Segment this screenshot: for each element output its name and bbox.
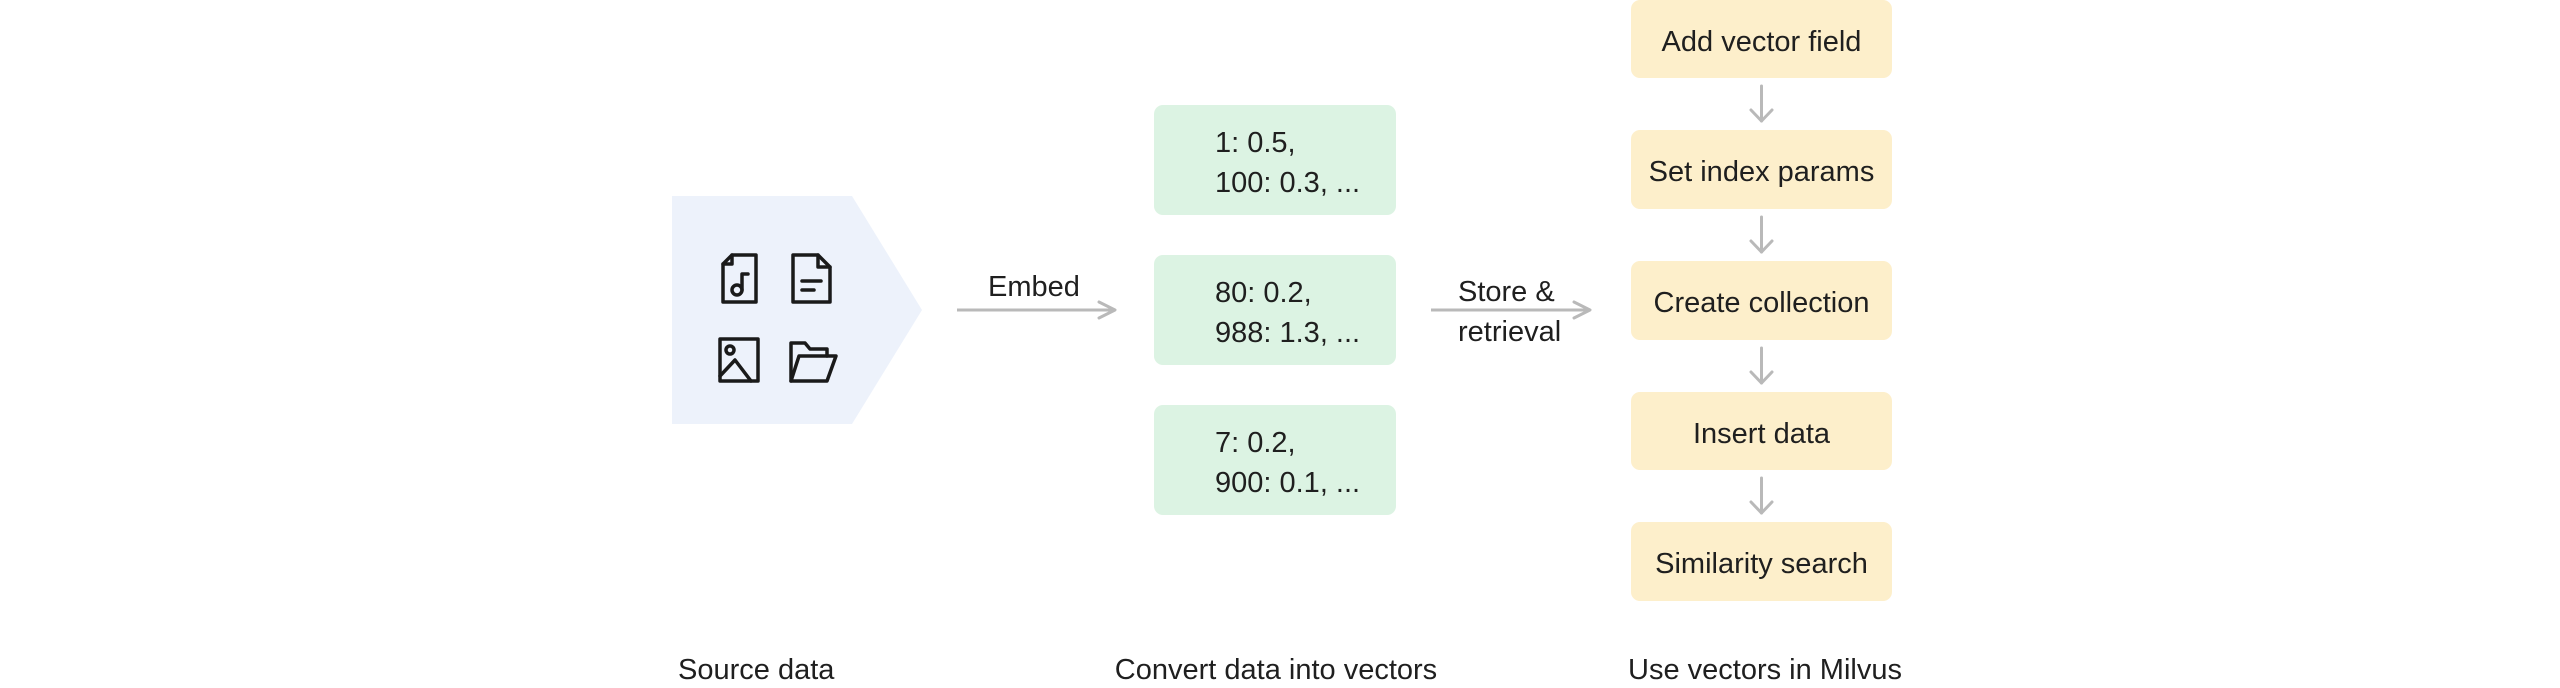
vector-box-bg	[1154, 405, 1396, 515]
down-arrow	[1749, 215, 1774, 254]
source-data-shape	[672, 196, 922, 424]
image-icon	[718, 337, 760, 383]
source-data-caption: Source data	[678, 654, 835, 686]
down-arrow	[1749, 84, 1774, 123]
store-arrow-group: Store & retrieval	[1431, 276, 1592, 348]
vector-box-bg	[1154, 105, 1396, 215]
embed-arrow-group: Embed	[957, 271, 1117, 320]
step-box-bg	[1631, 522, 1892, 601]
milvus-step-1: Add vector field	[1631, 0, 1892, 78]
step-box-bg	[1631, 261, 1892, 340]
vector-text-line: 7: 0.2,	[1215, 427, 1296, 459]
milvus-step-5: Similarity search	[1631, 522, 1892, 601]
vector-box-1: 1: 0.5, 100: 0.3, ...	[1154, 105, 1396, 215]
vector-box-2: 80: 0.2, 988: 1.3, ...	[1154, 255, 1396, 365]
vectors-caption: Convert data into vectors	[1115, 654, 1437, 686]
down-arrow	[1749, 346, 1774, 385]
step-label: Set index params	[1649, 156, 1875, 188]
vector-text-line: 900: 0.1, ...	[1215, 467, 1360, 499]
step-box-bg	[1631, 0, 1892, 78]
vector-text-line: 80: 0.2,	[1215, 277, 1312, 309]
milvus-step-2: Set index params	[1631, 130, 1892, 209]
milvus-caption: Use vectors in Milvus	[1628, 654, 1902, 686]
vector-box-3: 7: 0.2, 900: 0.1, ...	[1154, 405, 1396, 515]
text-file-icon	[791, 253, 832, 304]
milvus-step-3: Create collection	[1631, 261, 1892, 340]
step-label: Add vector field	[1662, 26, 1862, 58]
vector-box-bg	[1154, 255, 1396, 365]
folder-icon	[789, 341, 838, 383]
source-data-panel	[672, 196, 922, 424]
step-box-bg	[1631, 130, 1892, 209]
milvus-step-4: Insert data	[1631, 392, 1892, 470]
embed-label: Embed	[988, 271, 1080, 303]
step-label: Insert data	[1693, 418, 1831, 450]
step-label: Create collection	[1654, 287, 1870, 319]
step-box-bg	[1631, 392, 1892, 470]
music-file-icon	[721, 253, 758, 304]
vector-text-line: 100: 0.3, ...	[1215, 167, 1360, 199]
store-label-line2: retrieval	[1458, 316, 1561, 348]
store-label-line1: Store &	[1458, 276, 1555, 308]
vector-text-line: 1: 0.5,	[1215, 127, 1296, 159]
vector-text-line: 988: 1.3, ...	[1215, 317, 1360, 349]
down-arrow	[1749, 476, 1774, 515]
step-label: Similarity search	[1655, 548, 1868, 580]
